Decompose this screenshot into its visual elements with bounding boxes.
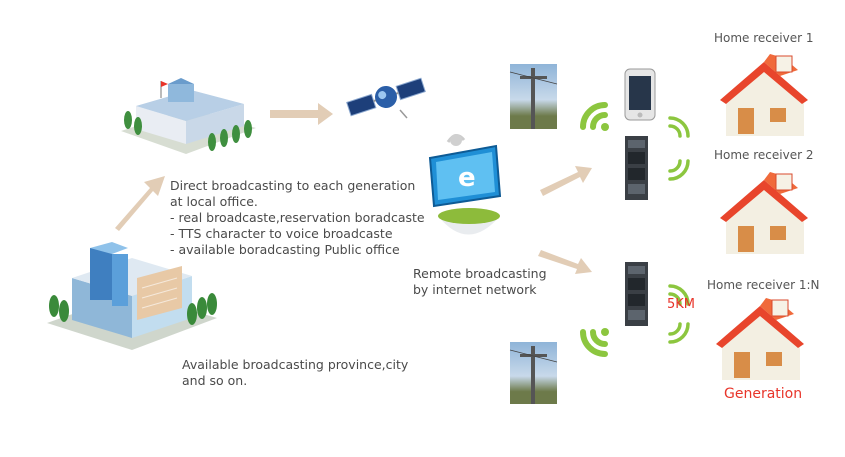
province-text: Available broadcasting province,city and…: [182, 357, 408, 389]
province-line-2: and so on.: [182, 373, 248, 388]
utility-pole-icon: [509, 342, 558, 404]
city-hall-icon: [116, 76, 261, 156]
remote-line-1: Remote broadcasting: [413, 266, 547, 281]
house-icon: [716, 298, 804, 380]
remote-line-2: by internet network: [413, 282, 537, 297]
server-rack-icon: [625, 262, 648, 326]
remote-broadcasting-text: Remote broadcasting by internet network: [413, 266, 547, 298]
direct-line-1: Direct broadcasting to each generation: [170, 178, 416, 193]
server-rack-icon: [625, 136, 648, 200]
distance-label: 5KM: [667, 297, 696, 312]
smartphone-icon: [624, 68, 656, 121]
wifi-signal-icon: [668, 284, 690, 306]
direct-line-2: at local office.: [170, 194, 258, 209]
wifi-signal-icon: [668, 159, 690, 181]
house-icon: [720, 172, 808, 254]
generation-label: Generation: [724, 386, 803, 402]
wifi-signal-icon: [668, 116, 690, 138]
feature-line-1: - real broadcaste,reservation boradcaste: [170, 210, 425, 225]
utility-pole-icon: [509, 64, 558, 129]
wifi-signal-icon: [668, 322, 690, 344]
wifi-signal-icon: [580, 328, 609, 357]
satellite-icon: [345, 72, 427, 122]
wifi-signal-icon: [580, 102, 609, 131]
home-receiver-n-label: Home receiver 1:N: [707, 278, 820, 292]
feature-line-3: - available boradcasting Public office: [170, 242, 400, 257]
home-receiver-2-label: Home receiver 2: [714, 148, 814, 162]
svg-text:e: e: [458, 163, 476, 193]
direct-broadcasting-text: Direct broadcasting to each generation a…: [170, 178, 425, 258]
province-line-1: Available broadcasting province,city: [182, 357, 409, 372]
office-building-icon: [42, 238, 222, 353]
internet-globe-icon: e: [418, 128, 518, 248]
feature-line-2: - TTS character to voice broadcaste: [170, 226, 393, 241]
house-icon: [720, 54, 808, 136]
home-receiver-1-label: Home receiver 1: [714, 31, 814, 45]
